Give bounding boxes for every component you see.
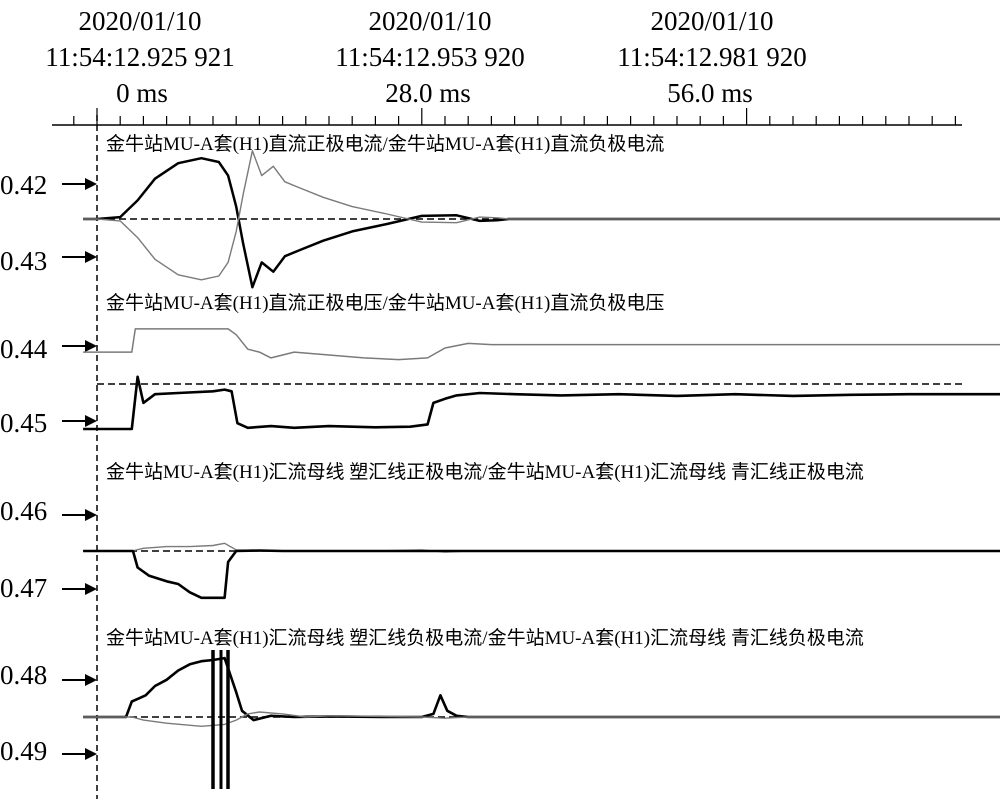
header-offset-1: 28.0 ms [385,78,471,108]
channel-arrow-4[interactable] [62,509,97,521]
spike-group [211,650,230,789]
header-offset-0: 0 ms [116,78,168,108]
trace-3 [83,375,1000,431]
trace-0 [83,156,1000,289]
channel-label-2: 0.44 [0,334,48,364]
channel-label-0: 0.42 [0,170,47,200]
channel-label-7: 0.49 [0,736,47,766]
header-time-1: 11:54:12.953 920 [335,42,525,72]
track-label-busbar-negative: 金牛站MU-A套(H1)汇流母线 塑汇线负极电流/金牛站MU-A套(H1)汇流母… [106,627,864,649]
channel-label-1: 0.43 [0,246,47,276]
channel-label-6: 0.48 [0,660,47,690]
channel-label-3: 0.45 [0,408,47,438]
trace-5 [83,549,1000,600]
track-labels: 金牛站MU-A套(H1)直流正极电流/金牛站MU-A套(H1)直流负极电流 金牛… [106,133,864,649]
trace-1 [83,150,1000,281]
channel-arrow-6[interactable] [62,674,97,686]
time-axis-ruler [52,108,962,126]
header-time-0: 11:54:12.925 921 [45,42,235,72]
header-date-1: 2020/01/10 [368,6,491,36]
trace-6 [83,656,1000,722]
trace-7 [83,711,1000,727]
track-label-current: 金牛站MU-A套(H1)直流正极电流/金牛站MU-A套(H1)直流负极电流 [106,133,664,155]
channel-arrow-0[interactable] [62,178,97,190]
header-time-2: 11:54:12.981 920 [617,42,807,72]
header-date-2: 2020/01/10 [650,6,773,36]
track-label-voltage: 金牛站MU-A套(H1)直流正极电压/金牛站MU-A套(H1)直流负极电压 [106,292,664,314]
waveform-traces [83,150,1000,727]
channel-markers: 0.42 0.43 0.44 0.45 0.46 0.47 0.48 0.49 [0,170,97,766]
channel-arrow-7[interactable] [62,748,97,760]
channel-arrow-1[interactable] [62,251,97,263]
header-offset-2: 56.0 ms [667,78,753,108]
channel-label-4: 0.46 [0,496,47,526]
channel-arrow-5[interactable] [62,583,97,595]
channel-label-5: 0.47 [0,573,47,603]
channel-arrow-3[interactable] [62,415,97,427]
header-date-0: 2020/01/10 [78,6,201,36]
header-timestamps: 2020/01/10 11:54:12.925 921 0 ms 2020/01… [45,6,807,108]
track-label-busbar-positive: 金牛站MU-A套(H1)汇流母线 塑汇线正极电流/金牛站MU-A套(H1)汇流母… [106,461,864,483]
trace-2 [83,328,1000,361]
channel-arrow-2[interactable] [62,340,97,352]
